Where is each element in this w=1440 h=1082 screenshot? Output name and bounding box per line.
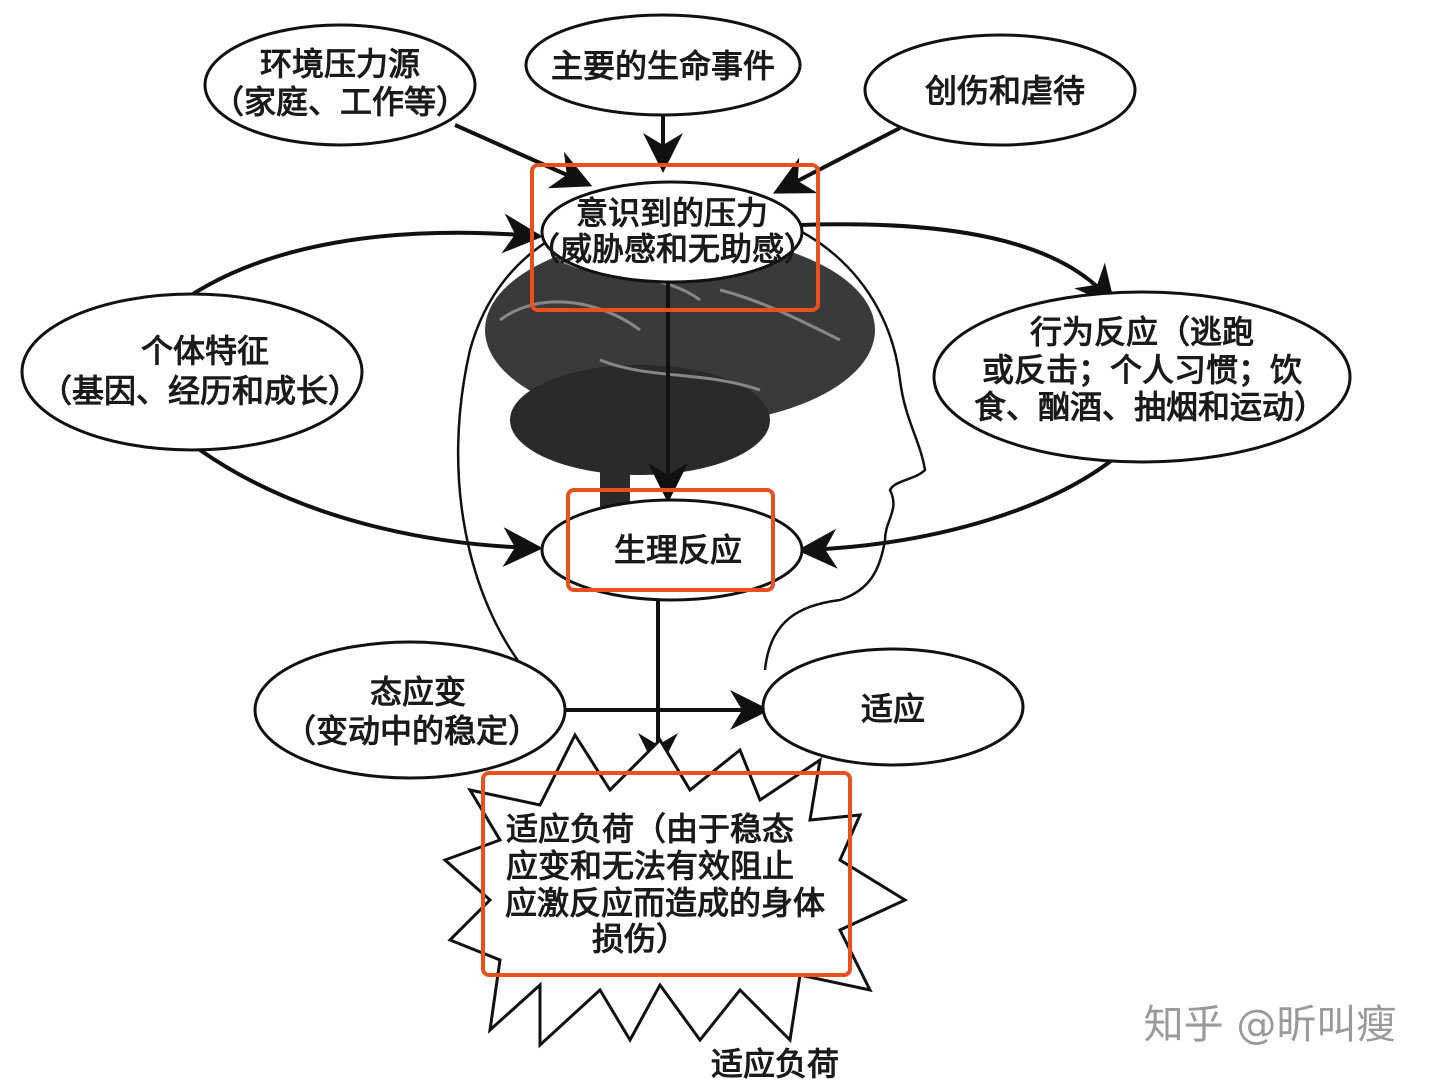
perceived-stress-label-1: 意识到的压力 [576,194,768,232]
environment-label-1: 环境压力源 [260,45,420,83]
arrow-behavior-to-physio [797,443,1132,569]
node-trauma [863,33,1137,147]
environment-label-2: （家庭、工作等） [212,83,468,121]
node-physiological [540,498,804,602]
allostatic-load-label-1: 适应负荷（由于稳态 [506,810,794,848]
arrow-stress-to-behavior [799,222,1116,307]
perceived-stress-label-2: （威胁感和无助感） [528,230,816,268]
individual-label-1: 个体特征 [141,332,269,370]
brain-illustration [485,235,875,530]
highlight-perceived-stress [530,163,820,312]
allostasis-label-2: （变动中的稳定） [284,712,540,750]
node-major-events [524,13,802,117]
allostatic-load-label-2: 应变和无法有效阻止 [506,847,794,885]
behavior-label-3: 食、酗酒、抽烟和运动） [974,388,1326,426]
caption: 适应负荷 [711,1045,839,1082]
highlight-physiological [566,488,775,592]
node-environment [203,23,477,147]
physiological-label: 生理反应 [614,531,742,569]
arrow-individual-to-stress [168,213,543,312]
behavior-label-2: 或反击；个人习惯；饮 [982,351,1303,389]
head-outline [456,203,927,671]
node-adaptation [761,647,1025,767]
individual-label-2: （基因、经历和成长） [40,372,360,410]
adaptation-label: 适应 [861,690,925,728]
allostatic-load-label-4: 损伤） [592,920,688,958]
arrow-individual-to-physio [198,448,543,568]
allostasis-label-1: 态应变 [370,673,466,711]
node-allostasis [253,640,567,780]
arrow-trauma-to-stress [772,126,901,194]
node-perceived-stress [540,180,804,284]
allostatic-load-label-3: 应激反应而造成的身体 [505,884,825,922]
node-individual [20,292,364,452]
allostatic-load-starburst [442,731,909,1049]
trauma-label: 创伤和虐待 [924,72,1085,110]
watermark: 知乎 @昕叫瘦 [1144,1002,1397,1048]
node-behavior [932,290,1352,464]
behavior-label-1: 行为反应（逃跑 [1030,313,1254,351]
arrow-environment-to-stress [454,123,593,189]
highlight-allostatic-load [481,771,852,977]
major-events-label: 主要的生命事件 [551,47,775,85]
